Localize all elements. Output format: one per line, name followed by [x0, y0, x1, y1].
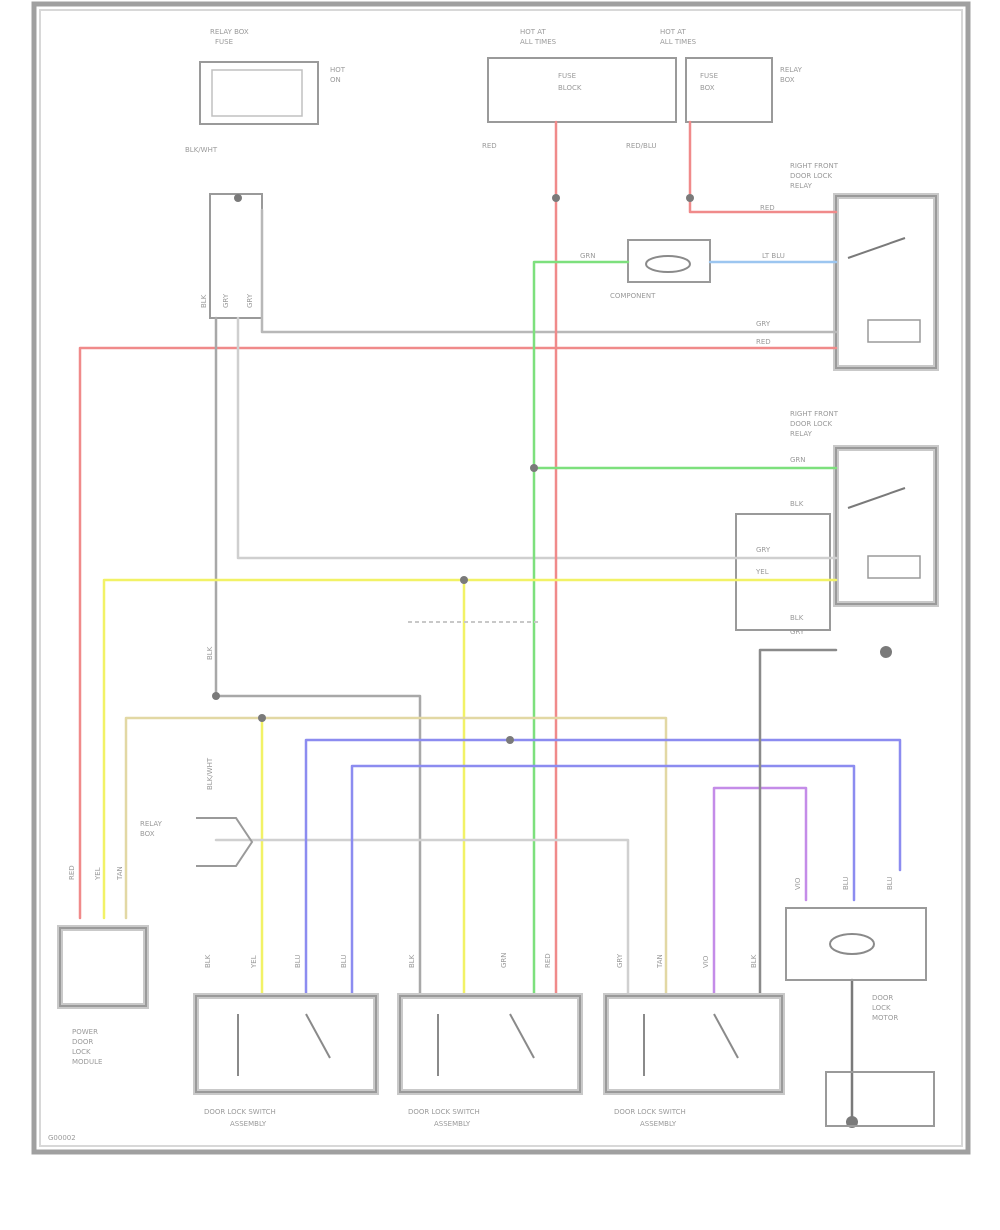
svg-text:GRN: GRN	[790, 456, 806, 464]
svg-text:ALL TIMES: ALL TIMES	[660, 38, 697, 46]
svg-text:GRN: GRN	[580, 252, 596, 260]
svg-text:FUSE: FUSE	[215, 38, 233, 46]
svg-text:GRN: GRN	[500, 952, 508, 968]
fuse-box-left: RELAY BOX FUSE HOT ON	[199, 28, 346, 125]
svg-text:HOT AT: HOT AT	[660, 28, 687, 36]
svg-text:RIGHT FRONT: RIGHT FRONT	[790, 162, 839, 170]
svg-text:TAN: TAN	[116, 866, 124, 881]
svg-text:BLU: BLU	[340, 955, 348, 968]
svg-text:GRY: GRY	[246, 293, 254, 308]
svg-text:POWER: POWER	[72, 1028, 98, 1036]
control-module: POWER DOOR LOCK MODULE	[57, 925, 149, 1066]
svg-text:ASSEMBLY: ASSEMBLY	[230, 1120, 267, 1128]
svg-text:RED: RED	[756, 338, 771, 346]
svg-text:BLK/WHT: BLK/WHT	[206, 757, 214, 790]
svg-text:GRY: GRY	[222, 293, 230, 308]
svg-text:BOX: BOX	[140, 830, 155, 838]
svg-text:RELAY BOX: RELAY BOX	[210, 28, 249, 36]
svg-text:GRY: GRY	[790, 628, 805, 636]
svg-text:YEL: YEL	[250, 955, 258, 969]
door-lock-switch-1: DOOR LOCK SWITCH ASSEMBLY	[193, 993, 379, 1128]
label-wire-code: RED	[482, 142, 497, 150]
svg-text:RELAY: RELAY	[790, 182, 813, 190]
svg-text:GRY: GRY	[756, 546, 771, 554]
svg-text:RELAY: RELAY	[140, 820, 163, 828]
svg-text:BLK: BLK	[206, 646, 214, 660]
svg-text:DOOR LOCK: DOOR LOCK	[790, 420, 833, 428]
diagram-frame	[31, 1, 971, 1155]
connector-block	[209, 193, 263, 319]
svg-text:YEL: YEL	[94, 867, 102, 881]
svg-text:RED: RED	[68, 865, 76, 880]
svg-text:ALL TIMES: ALL TIMES	[520, 38, 557, 46]
relay-2: RIGHT FRONT DOOR LOCK RELAY	[735, 410, 939, 631]
svg-text:GRY: GRY	[756, 320, 771, 328]
svg-text:RIGHT FRONT: RIGHT FRONT	[790, 410, 839, 418]
label-wire-code: BLK/WHT	[185, 146, 218, 154]
svg-text:ASSEMBLY: ASSEMBLY	[640, 1120, 677, 1128]
svg-text:RELAY: RELAY	[780, 66, 803, 74]
svg-text:DOOR LOCK SWITCH: DOOR LOCK SWITCH	[408, 1108, 480, 1116]
svg-text:RED: RED	[544, 953, 552, 968]
svg-text:BLU: BLU	[886, 877, 894, 890]
svg-text:BLK: BLK	[790, 614, 804, 622]
relay-1: RIGHT FRONT DOOR LOCK RELAY	[790, 162, 939, 371]
diagram-id: G00002	[48, 1134, 76, 1142]
svg-text:ASSEMBLY: ASSEMBLY	[434, 1120, 471, 1128]
svg-text:BLK: BLK	[408, 954, 416, 968]
diode-component: COMPONENT	[610, 239, 711, 300]
svg-text:LOCK: LOCK	[72, 1048, 91, 1056]
svg-text:BOX: BOX	[780, 76, 795, 84]
svg-text:RELAY: RELAY	[790, 430, 813, 438]
svg-text:VIO: VIO	[702, 955, 710, 968]
door-lock-switch-2: DOOR LOCK SWITCH ASSEMBLY	[397, 993, 583, 1128]
svg-text:FUSE: FUSE	[700, 72, 718, 80]
door-lock-motor: DOOR LOCK MOTOR	[785, 907, 927, 1022]
junction-component: RELAY BOX	[140, 817, 254, 867]
svg-text:DOOR LOCK: DOOR LOCK	[790, 172, 833, 180]
svg-text:MOTOR: MOTOR	[872, 1014, 898, 1022]
svg-text:VIO: VIO	[794, 877, 802, 890]
svg-text:BLK: BLK	[204, 954, 212, 968]
svg-text:BLK: BLK	[750, 954, 758, 968]
svg-text:DOOR LOCK SWITCH: DOOR LOCK SWITCH	[614, 1108, 686, 1116]
svg-text:BLU: BLU	[294, 955, 302, 968]
diagram-frame-inner	[39, 9, 963, 1147]
svg-text:DOOR: DOOR	[872, 994, 893, 1002]
label-wire-code: RED/BLU	[626, 142, 657, 150]
svg-text:ON: ON	[330, 76, 341, 84]
fuse-box-center: HOT AT ALL TIMES HOT AT ALL TIMES FUSE B…	[487, 28, 697, 123]
door-lock-switch-3: DOOR LOCK SWITCH ASSEMBLY	[603, 993, 785, 1128]
switch-small	[825, 1071, 935, 1127]
svg-text:BLOCK: BLOCK	[558, 84, 582, 92]
svg-text:TAN: TAN	[656, 954, 664, 969]
svg-text:LOCK: LOCK	[872, 1004, 891, 1012]
svg-text:GRY: GRY	[616, 953, 624, 968]
wire-labels: BLK BLK/WHT RED YEL TAN BLK YEL BLU BLU …	[68, 204, 894, 969]
svg-text:COMPONENT: COMPONENT	[610, 292, 656, 300]
svg-text:HOT: HOT	[330, 66, 346, 74]
svg-text:BLK: BLK	[790, 500, 804, 508]
svg-text:FUSE: FUSE	[558, 72, 576, 80]
svg-text:BOX: BOX	[700, 84, 715, 92]
svg-text:MODULE: MODULE	[72, 1058, 102, 1066]
svg-text:DOOR: DOOR	[72, 1038, 93, 1046]
svg-text:HOT AT: HOT AT	[520, 28, 547, 36]
svg-text:BLK: BLK	[200, 294, 208, 308]
svg-text:RED: RED	[760, 204, 775, 212]
svg-text:DOOR LOCK SWITCH: DOOR LOCK SWITCH	[204, 1108, 276, 1116]
svg-text:BLU: BLU	[842, 877, 850, 890]
svg-text:LT BLU: LT BLU	[762, 252, 785, 260]
svg-text:YEL: YEL	[755, 568, 769, 576]
fuse-box-right: FUSE BOX RELAY BOX	[685, 57, 803, 123]
